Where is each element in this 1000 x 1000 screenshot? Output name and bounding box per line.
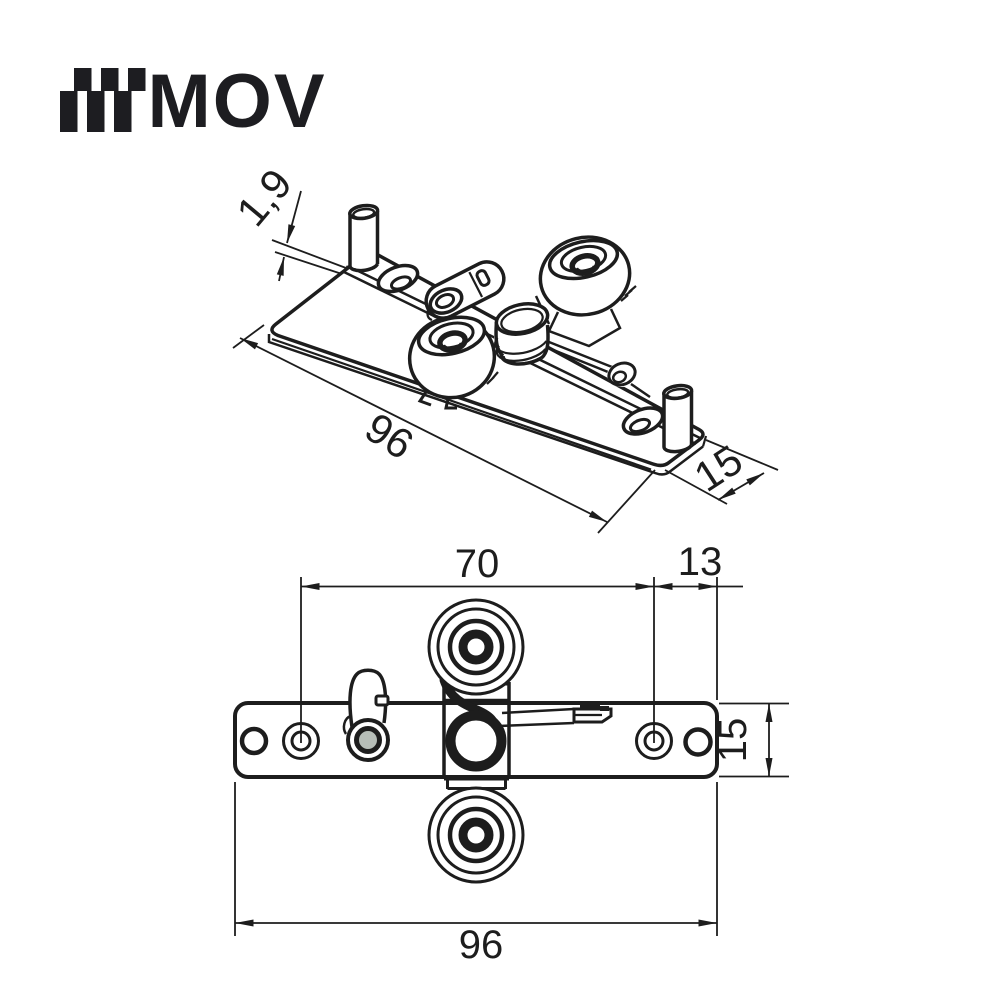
iso-dim-thickness: 1,9 bbox=[227, 160, 347, 282]
iso-right-pin bbox=[662, 383, 694, 454]
front-adjustment-hub bbox=[445, 710, 507, 772]
iso-adjustment-hub bbox=[494, 295, 551, 366]
iso-plate-right-end-edge bbox=[701, 435, 708, 447]
front-dim-hole-to-edge-label: 13 bbox=[678, 540, 723, 584]
iso-arm-catch bbox=[607, 361, 637, 387]
checker-bar bbox=[87, 91, 105, 132]
iso-dim-length-label: 96 bbox=[357, 403, 422, 468]
front-dim-roller-spacing-label: 70 bbox=[455, 542, 500, 586]
checker-square bbox=[101, 68, 119, 91]
front-dim-plate-length: 96 bbox=[234, 782, 718, 967]
front-dim-plate-length-label: 96 bbox=[459, 923, 504, 967]
logo-text: MOV bbox=[147, 59, 326, 144]
front-top-roller bbox=[427, 598, 525, 696]
front-lever-notch bbox=[374, 694, 390, 707]
front-release-arm bbox=[497, 703, 613, 728]
checker-square bbox=[128, 68, 146, 91]
iso-dim-thickness-label: 1,9 bbox=[227, 160, 301, 235]
checker-bar bbox=[114, 91, 132, 132]
front-view: 70 13 15 96 bbox=[233, 540, 789, 967]
iso-dim-width-label: 15 bbox=[686, 436, 751, 501]
front-bottom-roller bbox=[427, 786, 525, 884]
logo: MOV bbox=[60, 59, 326, 144]
iso-lever-slot bbox=[475, 269, 491, 287]
front-anti-jump-lever bbox=[342, 668, 390, 762]
iso-left-pin bbox=[348, 203, 380, 273]
front-dim-plate-height: 15 bbox=[711, 702, 789, 778]
iso-countersink-hole-left bbox=[376, 263, 420, 294]
front-hole-right bbox=[683, 727, 713, 757]
checker-square bbox=[74, 68, 92, 91]
iso-anti-jump-lever bbox=[424, 260, 506, 322]
iso-countersink-hole-right bbox=[621, 406, 665, 436]
iso-rear-roller bbox=[538, 235, 637, 348]
front-lever-bump bbox=[342, 714, 352, 735]
checkered-flag-icon bbox=[60, 68, 146, 132]
front-dim-plate-height-label: 15 bbox=[711, 718, 755, 763]
front-hole-left bbox=[239, 726, 269, 756]
front-dim-hole-to-edge: 13 bbox=[654, 540, 743, 700]
isometric-view: 1,9 96 15 bbox=[227, 160, 779, 534]
front-dim-roller-spacing: 70 bbox=[300, 542, 655, 743]
checker-bar bbox=[60, 91, 78, 132]
